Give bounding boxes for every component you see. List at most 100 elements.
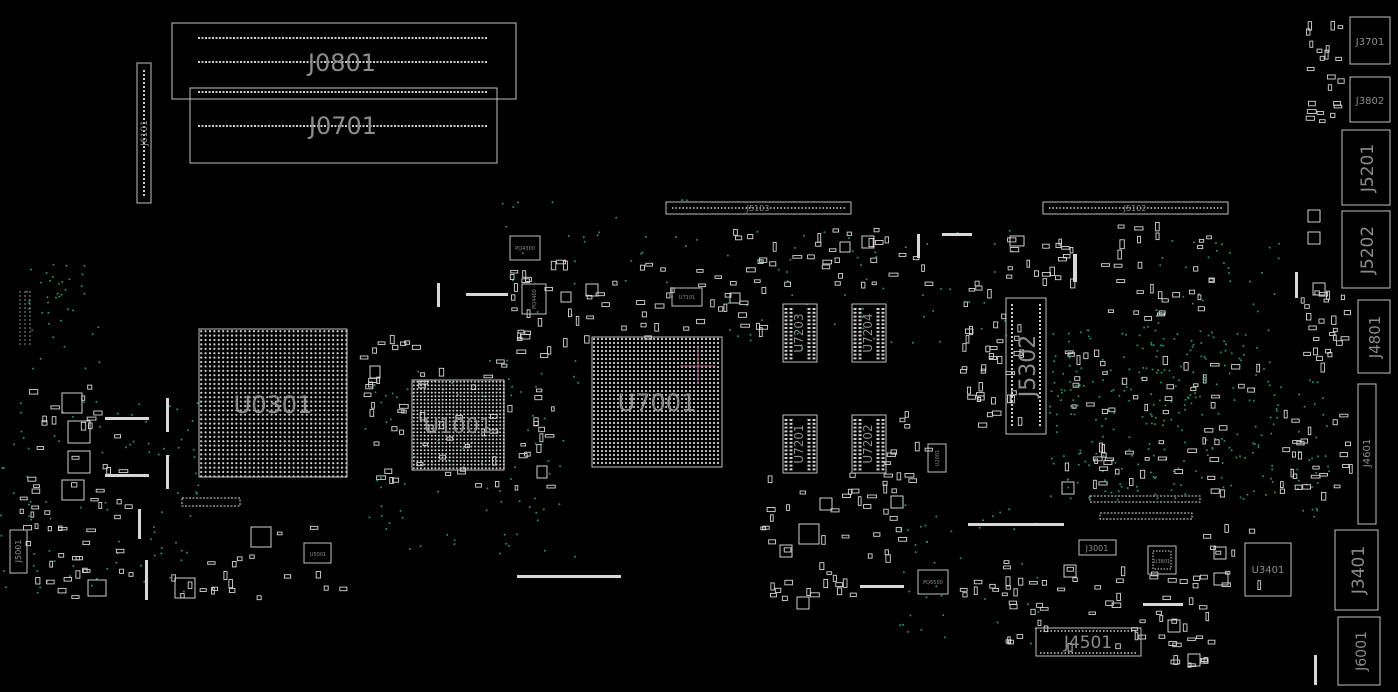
passive [36,446,45,450]
via [143,580,146,583]
component-U2001[interactable]: U2001 [927,443,947,473]
bga-ball [700,401,704,405]
component-J0801[interactable]: J0801 [171,22,517,100]
component-J5202[interactable]: J5202 [1341,210,1391,289]
via [24,331,26,333]
component-PQ4300[interactable]: PQ4300 [509,235,541,261]
component-J4801[interactable]: J4801 [1357,299,1391,374]
component-U0301[interactable]: U0301 [198,328,348,478]
bga-ball [261,391,264,394]
bga-ball [648,377,652,381]
bga-ball [438,420,440,423]
bga-ball [213,374,216,377]
via [1296,468,1299,471]
component-U1001[interactable]: U1001 [411,379,505,471]
bga-ball [292,347,295,350]
bga-ball [632,445,636,449]
via [1189,394,1192,397]
bga-ball [423,420,426,423]
mem-pad [807,441,811,444]
component-PQ4400[interactable]: PQ4400 [521,283,547,315]
bga-ball [668,409,672,413]
bga-ball [270,422,273,425]
component-J0701[interactable]: J0701 [189,87,498,164]
component-U3801[interactable]: U3801 [1147,545,1177,575]
bga-ball [412,431,415,434]
bga-ball [318,369,322,372]
mem-pad [853,449,857,452]
via [81,273,84,276]
bga-ball [336,369,339,372]
via [1222,486,1225,489]
bga-ball [310,440,313,443]
bga-ball [261,396,264,399]
component-U3401[interactable]: U3401 [1244,542,1292,597]
bga-ball [636,453,640,457]
component-J6101[interactable]: J6101 [136,62,152,204]
component-J4501[interactable]: J4501 [1035,627,1142,657]
bga-ball [222,435,225,438]
mem-pad [789,453,793,456]
via [32,564,35,567]
component-J5102[interactable]: J5102 [1042,201,1229,215]
mem-pad [876,342,880,345]
bga-ball [332,462,335,465]
bga-ball [684,357,688,361]
component-J5103[interactable]: J5103 [665,201,852,215]
bga-ball [652,413,656,417]
component-J3001[interactable]: J3001 [1078,539,1117,556]
component-J5302[interactable]: J5302 [1005,297,1047,435]
passive [1137,235,1142,244]
component-J6001[interactable]: J6001 [1337,616,1381,686]
mem-pad [853,334,857,337]
bga-ball [438,438,440,441]
bga-ball [456,406,458,408]
via [24,335,26,337]
component-J5201[interactable]: J5201 [1341,129,1391,206]
component-U7101[interactable]: U7101 [671,287,703,307]
bga-ball [488,406,491,408]
bga-ball [499,445,502,448]
component-U7203[interactable]: U7203 [782,303,818,363]
via [1021,562,1024,565]
via [19,307,21,309]
component-PQ6500[interactable]: PQ6500 [917,569,949,595]
bga-ball [474,445,476,448]
bga-ball [217,435,220,438]
via [1069,388,1072,391]
component-U7201[interactable]: U7201 [782,414,818,474]
bga-ball [412,424,415,426]
passive [714,275,723,279]
via [904,504,907,507]
bga-ball [656,345,660,349]
bga-ball [596,357,600,361]
PQ4400-outline [521,283,547,315]
bga-ball [248,391,251,394]
bga-ball [318,431,322,434]
bga-ball [310,444,313,447]
component-U7001[interactable]: U7001 [591,336,723,468]
via [58,282,60,285]
component-J3802[interactable]: J3802 [1349,76,1391,123]
bga-ball [239,409,242,412]
component-J5001[interactable]: J5001 [9,529,28,574]
component-U5001[interactable]: U5001 [303,542,332,564]
passive [1005,585,1011,590]
bga-ball [648,381,652,385]
component-J3401[interactable]: J3401 [1334,529,1379,611]
via [1148,443,1151,445]
bga-ball [644,441,648,445]
via [19,299,21,301]
bga-ball [463,398,466,401]
component-U7204[interactable]: U7204 [851,303,887,363]
bga-ball [213,418,216,421]
bga-ball [438,442,440,444]
component-J4601[interactable]: J4601 [1357,383,1377,525]
bga-ball [499,467,502,470]
bga-ball [230,457,234,460]
bga-ball [200,400,203,403]
component-U7202[interactable]: U7202 [851,414,887,474]
bga-ball [624,445,628,449]
component-J3701[interactable]: J3701 [1349,16,1391,65]
passive [961,366,968,371]
